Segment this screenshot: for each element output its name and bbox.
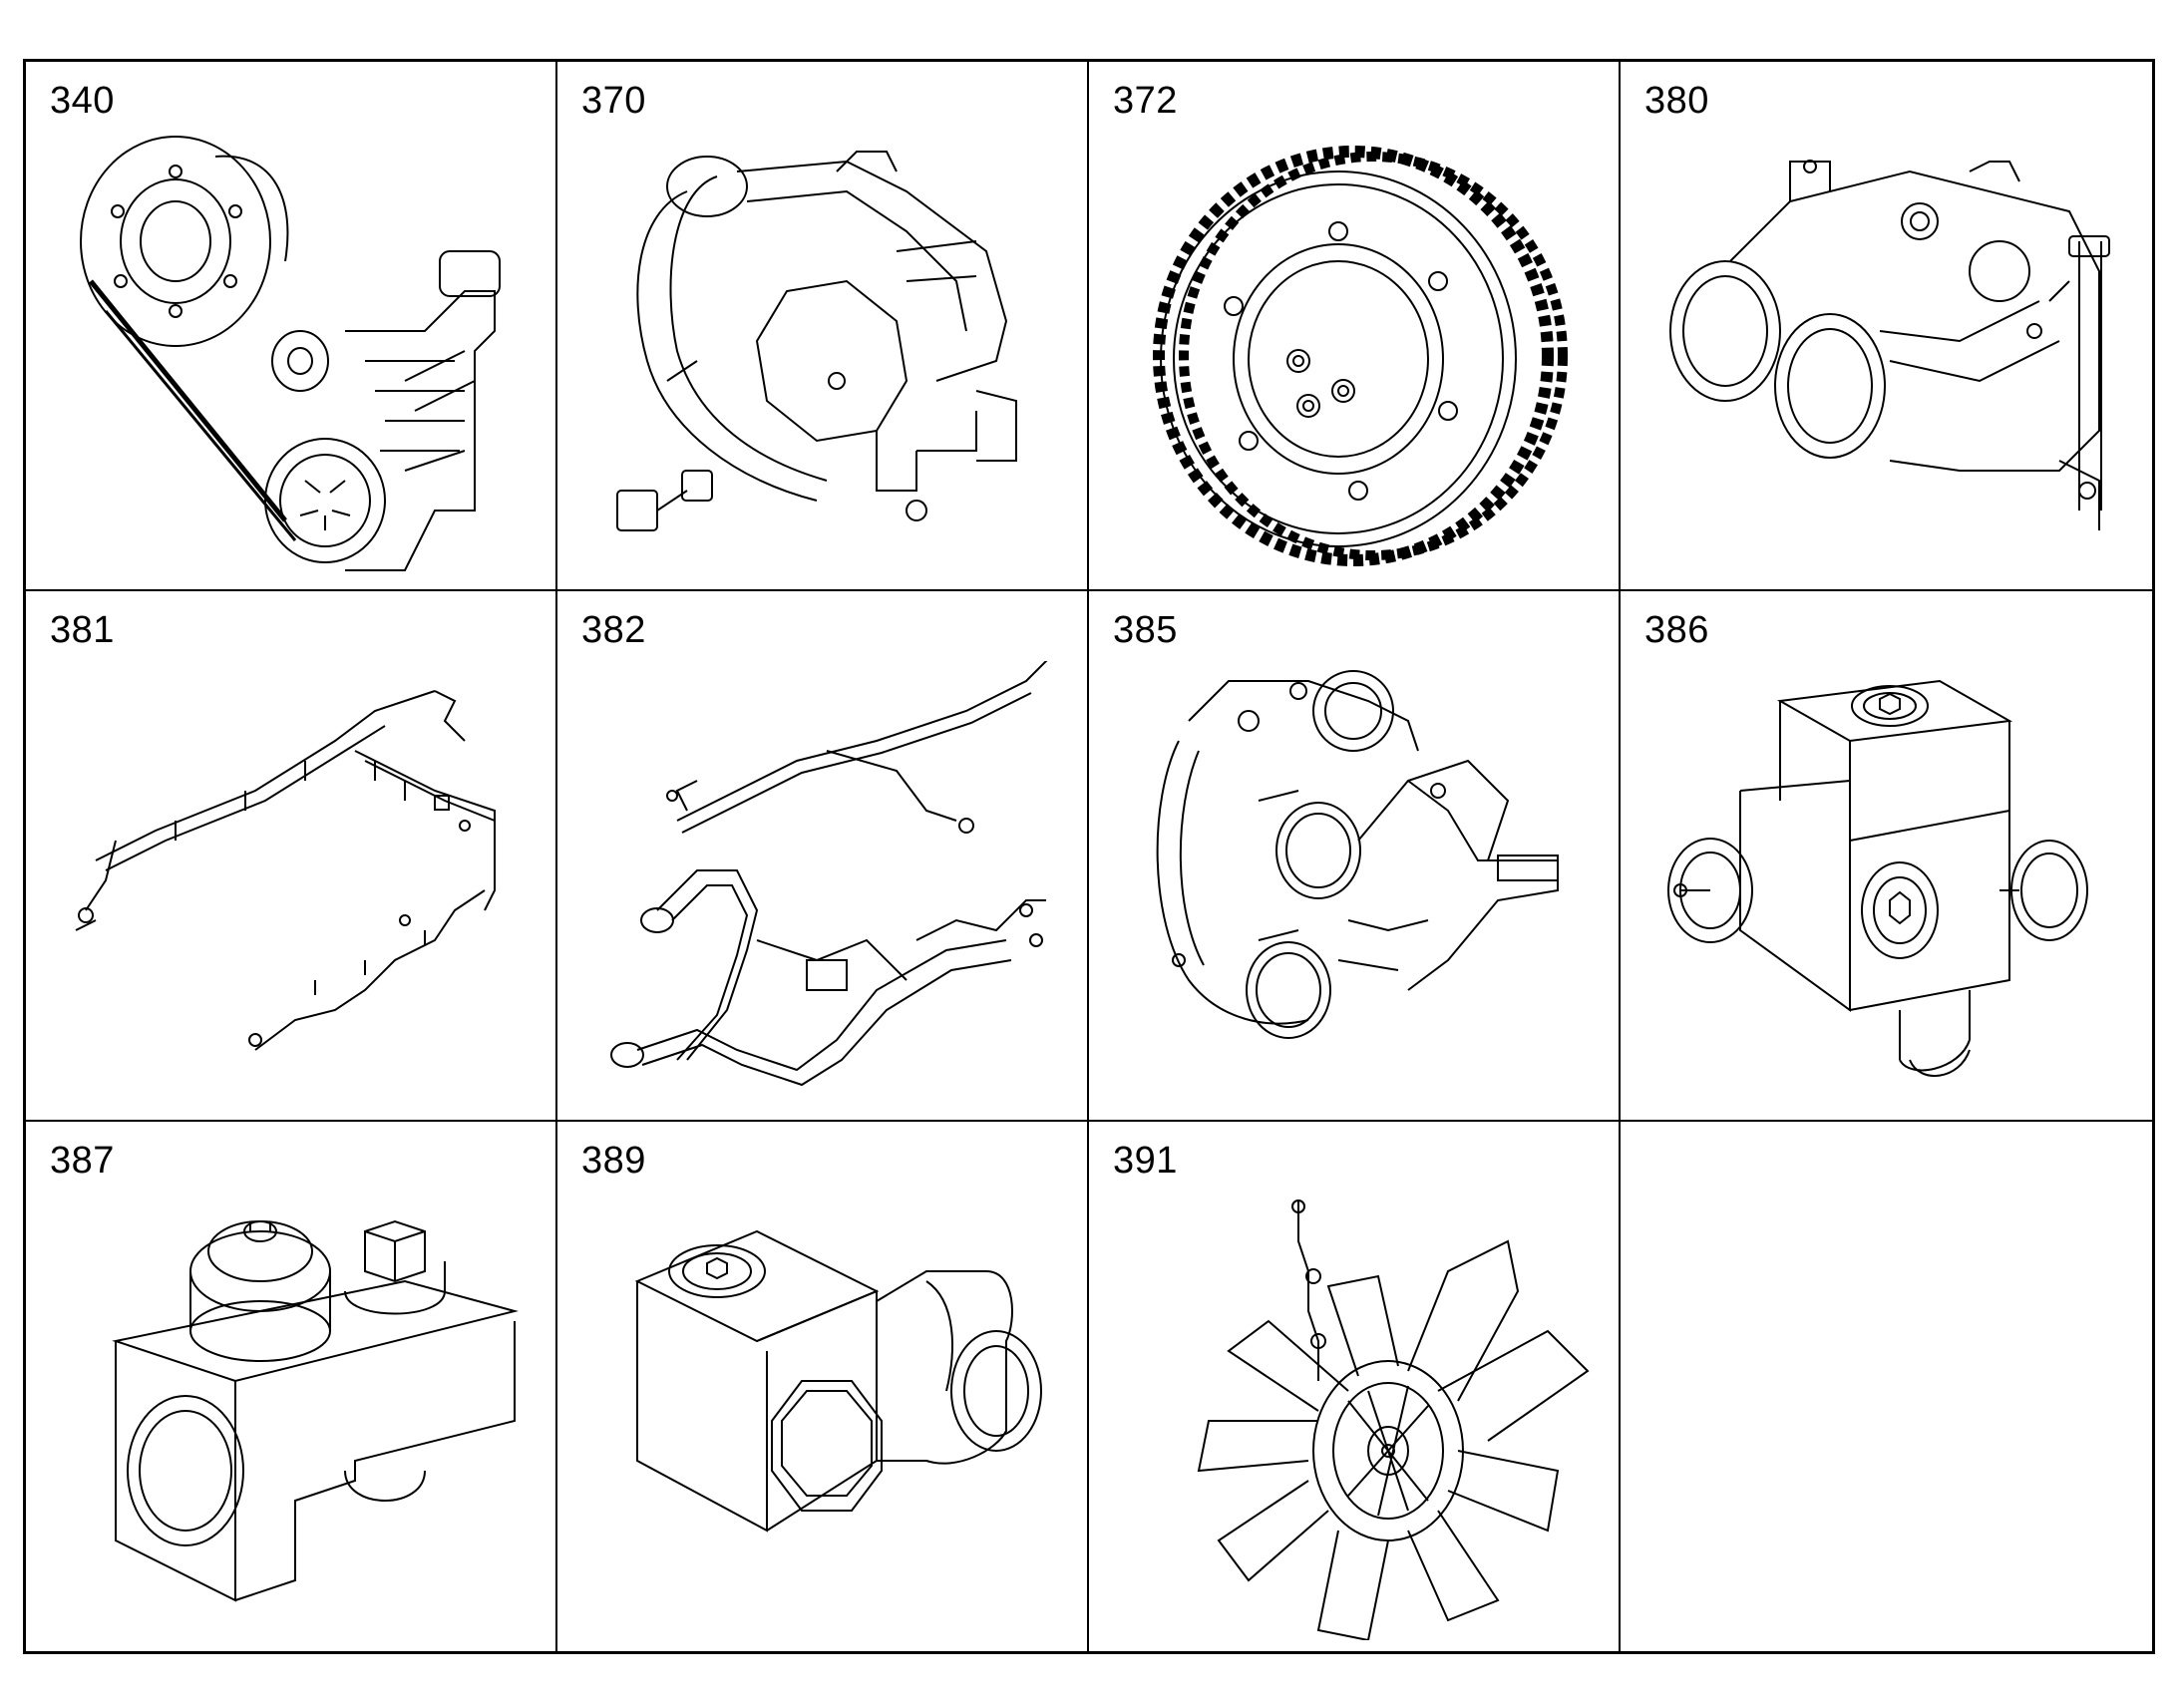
part-number: 370 xyxy=(581,80,646,122)
part-number: 340 xyxy=(50,80,115,122)
parts-grid: 340 370 xyxy=(23,59,2155,1654)
fuel-line-harness-icon xyxy=(46,661,535,1110)
belt-drive-compressor-icon xyxy=(46,132,535,580)
wiring-harness-hoses-icon xyxy=(577,661,1066,1110)
adapter-block-icon xyxy=(46,1192,535,1640)
part-cell-391[interactable]: 391 xyxy=(1089,1121,1621,1651)
water-pump-assembly-icon xyxy=(1109,661,1598,1110)
part-cell-370[interactable]: 370 xyxy=(557,62,1089,592)
part-number: 391 xyxy=(1113,1139,1178,1182)
part-cell-381[interactable]: 381 xyxy=(26,591,557,1122)
part-cell-382[interactable]: 382 xyxy=(557,591,1089,1122)
part-cell-380[interactable]: 380 xyxy=(1621,62,2152,592)
empty-cell xyxy=(1621,1122,2152,1651)
fan-clutch-icon xyxy=(1109,1192,1598,1640)
part-number: 382 xyxy=(581,609,646,652)
part-cell-386[interactable]: 386 xyxy=(1621,591,2152,1122)
part-cell-385[interactable]: 385 xyxy=(1089,591,1621,1122)
thermostat-housing-icon xyxy=(1640,132,2129,580)
valve-block-icon xyxy=(1640,661,2129,1110)
part-cell-389[interactable]: 389 xyxy=(557,1121,1089,1651)
elbow-fitting-block-icon xyxy=(577,1192,1066,1640)
part-number: 372 xyxy=(1113,80,1178,122)
coolant-pump-housing-icon xyxy=(577,132,1066,580)
gear-icon xyxy=(1109,132,1598,580)
part-number: 380 xyxy=(1644,80,1709,122)
part-number: 381 xyxy=(50,609,115,652)
part-number: 385 xyxy=(1113,609,1178,652)
part-cell-372[interactable]: 372 xyxy=(1089,62,1621,592)
part-number: 386 xyxy=(1644,609,1709,652)
part-number: 389 xyxy=(581,1139,646,1182)
part-number: 387 xyxy=(50,1139,115,1182)
part-cell-340[interactable]: 340 xyxy=(26,62,557,592)
part-cell-387[interactable]: 387 xyxy=(26,1121,557,1651)
